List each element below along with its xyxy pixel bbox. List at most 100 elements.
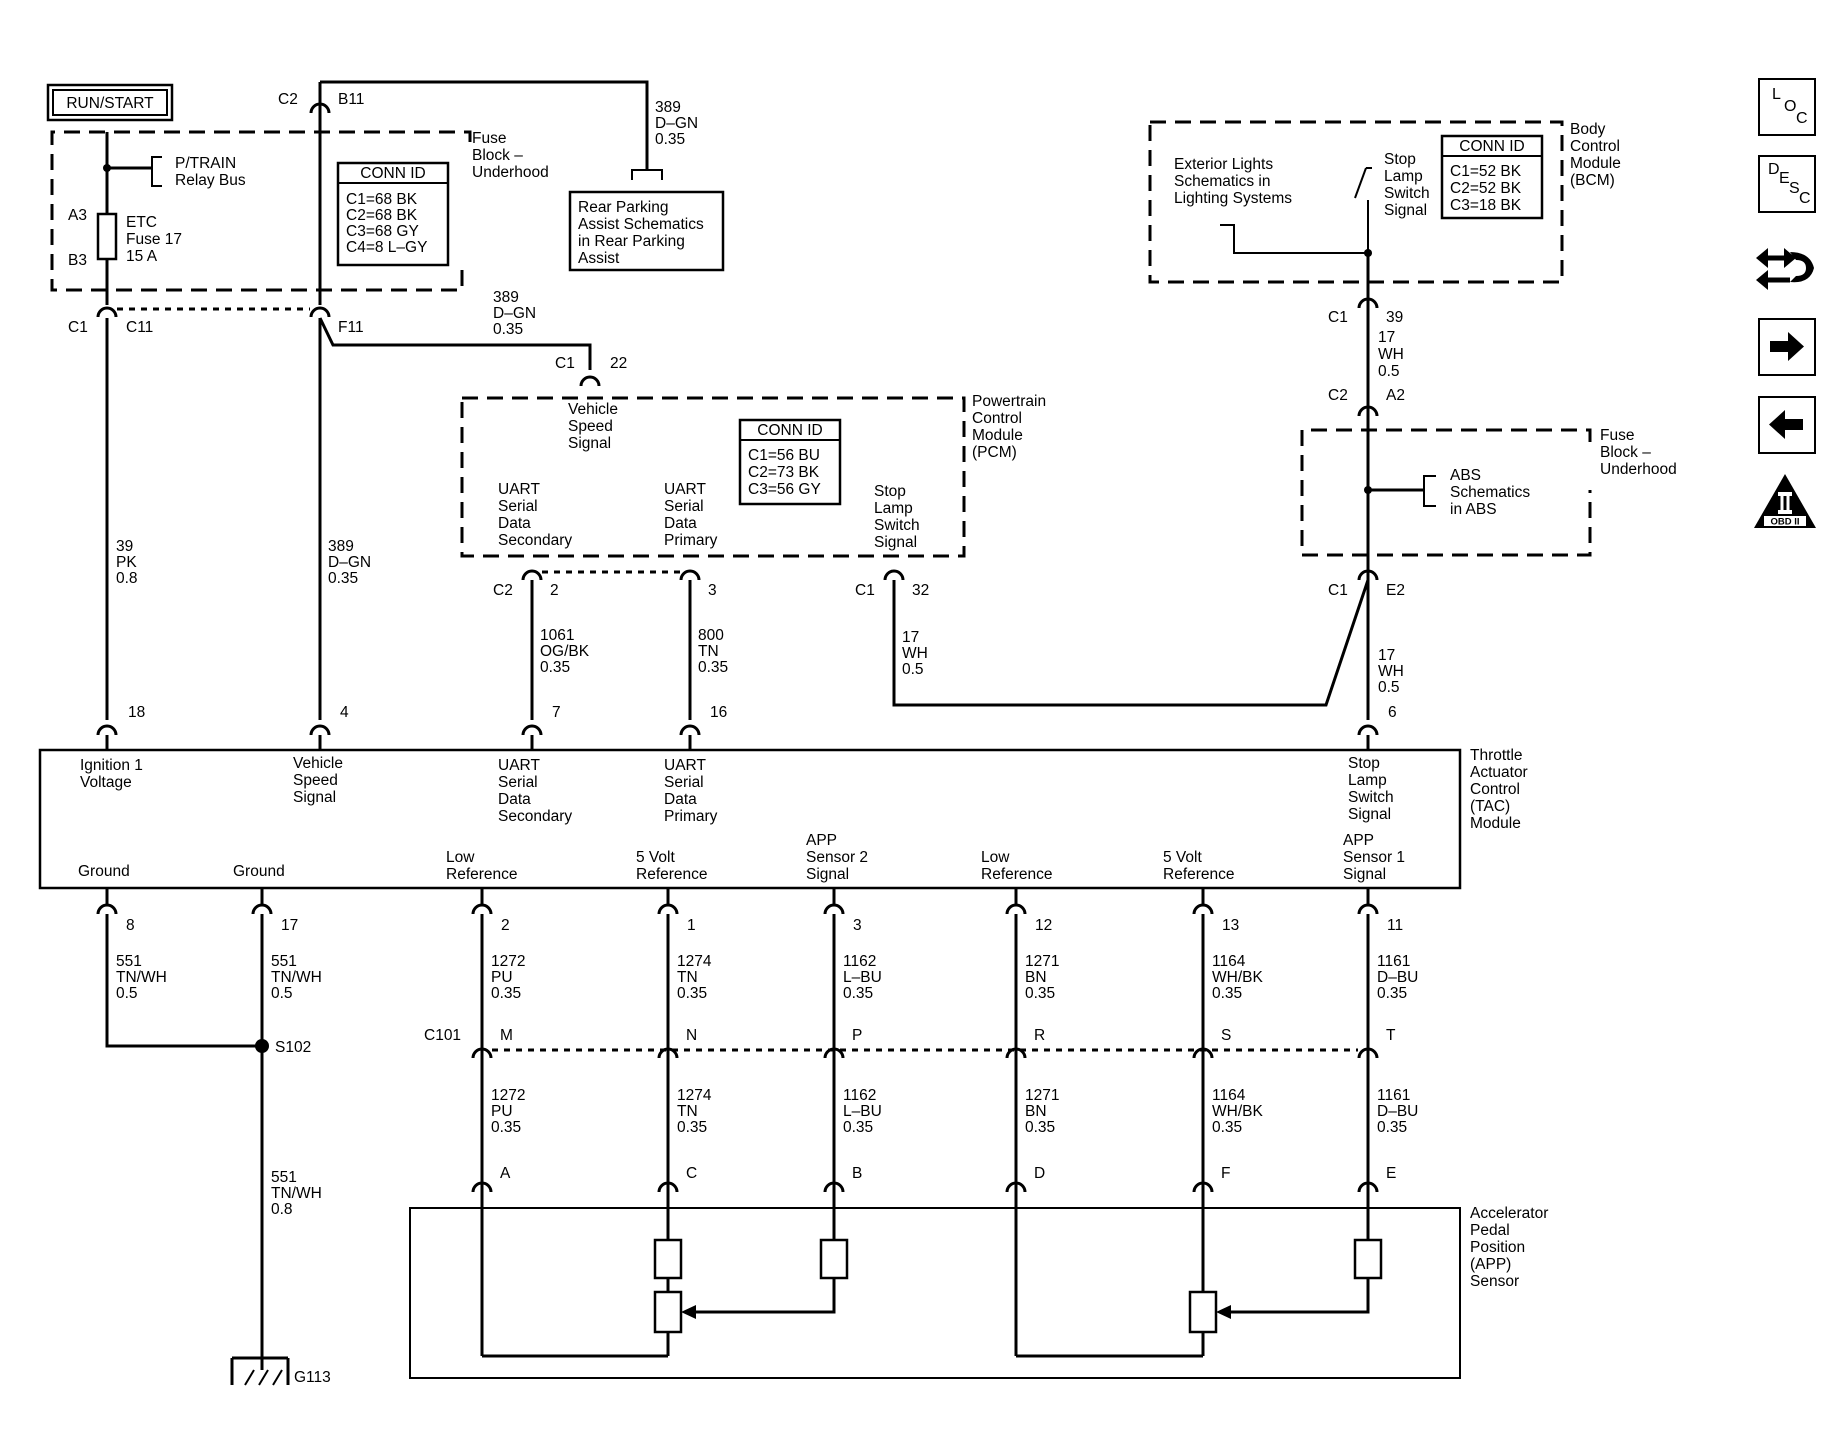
top_pins-b11-label: B11 xyxy=(338,91,364,108)
pcm-stop-0-label: Stop xyxy=(874,483,906,500)
fuse_block_right-abs-2-label: in ABS xyxy=(1450,501,1497,518)
c101-label-label: C101 xyxy=(424,1027,461,1044)
tac-uart_pri-0-label: UART xyxy=(664,757,706,774)
arrow-left-icon xyxy=(1769,410,1803,439)
tac-ign-0-label: Ignition 1 xyxy=(80,757,143,774)
wires_mid-w17b-1-label: WH xyxy=(902,645,928,662)
tac-vss-0-label: Vehicle xyxy=(293,755,343,772)
upper_sensor_wires-0-2-label: 0.35 xyxy=(491,985,521,1002)
wires_mid-w389-2-label: 0.35 xyxy=(328,570,358,587)
pcm-vss-2-label: Signal xyxy=(568,435,611,452)
connector-c101: C101 M N P R S T xyxy=(424,1027,1396,1060)
bcm-ext-0-label: Exterior Lights xyxy=(1174,156,1273,173)
pcm-c1b-label: C1 xyxy=(855,582,875,599)
fuse_block_right-title-0-label: Fuse xyxy=(1600,427,1634,444)
pcm-conn-1-label: C2=73 BK xyxy=(748,464,820,481)
tac-app1-0-label: APP xyxy=(1343,832,1374,849)
bcm-stop-0-label: Stop xyxy=(1384,151,1416,168)
loc-button[interactable]: L O C xyxy=(1758,78,1816,136)
fuse_block_right-c1-label: C1 xyxy=(1328,582,1348,599)
tac-uart_pri-3-label: Primary xyxy=(664,808,718,825)
tac-bottom_pins-2-label: 2 xyxy=(501,917,510,934)
app_sensor-pins-4-label: F xyxy=(1221,1165,1230,1182)
previous-page-button[interactable] xyxy=(1758,396,1816,454)
fuse_block_top-title-0-label: Fuse xyxy=(472,130,506,147)
pcm-pin22-label: 22 xyxy=(610,355,627,372)
ground_wires-w17-0-label: 551 xyxy=(271,953,297,970)
lower_sensor_wires-4-2-label: 0.35 xyxy=(1212,1119,1242,1136)
lower_sensor_wires-0-0-label: 1272 xyxy=(491,1087,525,1104)
wires_mid-w800-1-label: TN xyxy=(698,643,719,660)
upper_sensor_wires-0-1-label: PU xyxy=(491,969,513,986)
rear_parking-0-label: Rear Parking xyxy=(578,199,668,216)
lower_sensor_wires-4-0-label: 1164 xyxy=(1212,1087,1246,1104)
c101-pins-1-label: N xyxy=(686,1027,697,1044)
tac-stop-1-label: Lamp xyxy=(1348,772,1387,789)
wires_mid-w800-0-label: 800 xyxy=(698,627,724,644)
wires_mid-w389-0-label: 389 xyxy=(328,538,354,555)
bcm-ext-1-label: Schematics in xyxy=(1174,173,1270,190)
lower_sensor_wires-1-0-label: 1274 xyxy=(677,1087,712,1104)
tac-title-4-label: Module xyxy=(1470,815,1521,832)
tac-five_v_1-0-label: 5 Volt xyxy=(636,849,675,866)
ground_wires-w_g-0-label: 551 xyxy=(271,1169,297,1186)
tac-module: Throttle Actuator Control (TAC) Module I… xyxy=(38,747,1528,890)
upper_sensor_wires-1-1-label: TN xyxy=(677,969,698,986)
next-page-button[interactable] xyxy=(1758,318,1816,376)
ground_wires-w8-2-label: 0.5 xyxy=(116,985,138,1002)
lower_sensor_wires-0-2-label: 0.35 xyxy=(491,1119,521,1136)
tac-vss-1-label: Speed xyxy=(293,772,338,789)
splice-s102 xyxy=(255,1039,269,1053)
tac-ground2-label: Ground xyxy=(233,863,285,880)
upper_sensor_wires-3-1-label: BN xyxy=(1025,969,1047,986)
tac-app1-2-label: Signal xyxy=(1343,866,1386,883)
fuse_block_right-abs-1-label: Schematics xyxy=(1450,484,1530,501)
tac-five_v_1-1-label: Reference xyxy=(636,866,708,883)
ground_wires-w_g-1-label: TN/WH xyxy=(271,1185,322,1202)
fuse_block_top-conn-3-label: C4=8 L–GY xyxy=(346,239,427,256)
fuse_block_top-title-2-label: Underhood xyxy=(472,164,549,181)
pcm-title-2-label: Module xyxy=(972,427,1023,444)
pcm-uart_sec-1-label: Serial xyxy=(498,498,538,515)
app_sensor-title-2-label: Position xyxy=(1470,1239,1525,1256)
connector-tool-icon[interactable] xyxy=(1756,238,1818,300)
wires_mid-w800-2-label: 0.35 xyxy=(698,659,728,676)
lower_sensor_wires-1-2-label: 0.35 xyxy=(677,1119,707,1136)
wires_mid-w17b-0-label: 17 xyxy=(902,629,919,646)
bcm-conn_title-label: CONN ID xyxy=(1459,138,1524,155)
fuse_block_top-fuse-1-label: Fuse 17 xyxy=(126,231,182,248)
app_sensor-title-4-label: Sensor xyxy=(1470,1273,1519,1290)
fuse_block_top-ptrain-1-label: Relay Bus xyxy=(175,172,246,189)
pcm-c1-label: C1 xyxy=(555,355,575,372)
tac-uart_pri-2-label: Data xyxy=(664,791,697,808)
fuse_block_top-conn-1-label: C2=68 BK xyxy=(346,207,418,224)
tac-bottom-pins: 8 17 2 1 3 12 13 11 xyxy=(96,888,1403,934)
wire_17a-2-label: 0.5 xyxy=(1378,363,1400,380)
desc-button[interactable]: D E S C xyxy=(1758,155,1816,213)
upper_sensor_wires-1-2-label: 0.35 xyxy=(677,985,707,1002)
tac-uart_pri-1-label: Serial xyxy=(664,774,704,791)
pcm-conn_title-label: CONN ID xyxy=(757,422,822,439)
sensor-wires xyxy=(480,914,1370,1298)
wires_mid-w39-2-label: 0.8 xyxy=(116,570,138,587)
c101-pins-4-label: S xyxy=(1221,1027,1231,1044)
c2_a2-a2-label: A2 xyxy=(1386,387,1405,404)
c101-pins-3-label: R xyxy=(1034,1027,1045,1044)
conn-id-pcm: CONN ID C1=56 BU C2=73 BK C3=56 GY xyxy=(738,418,842,506)
tac-title-0-label: Throttle xyxy=(1470,747,1523,764)
top_pins-c1-label: C1 xyxy=(68,319,88,336)
lower_sensor_wires-5-2-label: 0.35 xyxy=(1377,1119,1407,1136)
lower_sensor_wires-1-1-label: TN xyxy=(677,1103,698,1120)
pcm-vss-0-label: Vehicle xyxy=(568,401,618,418)
pcm-title-1-label: Control xyxy=(972,410,1022,427)
button-letter: S xyxy=(1789,180,1800,197)
ground-g113-symbol: G113 xyxy=(230,1356,331,1386)
pcm-stop-3-label: Signal xyxy=(874,534,917,551)
fuse_block_top-ptrain-0-label: P/TRAIN xyxy=(175,155,236,172)
tac-title-3-label: (TAC) xyxy=(1470,798,1510,815)
bcm-stop-3-label: Signal xyxy=(1384,202,1427,219)
pcm-stop-1-label: Lamp xyxy=(874,500,913,517)
tac-top_pins-1-label: 4 xyxy=(340,704,349,721)
obd-ii-button[interactable]: OBD II xyxy=(1752,472,1818,530)
run-start-label: RUN/START xyxy=(46,83,174,122)
